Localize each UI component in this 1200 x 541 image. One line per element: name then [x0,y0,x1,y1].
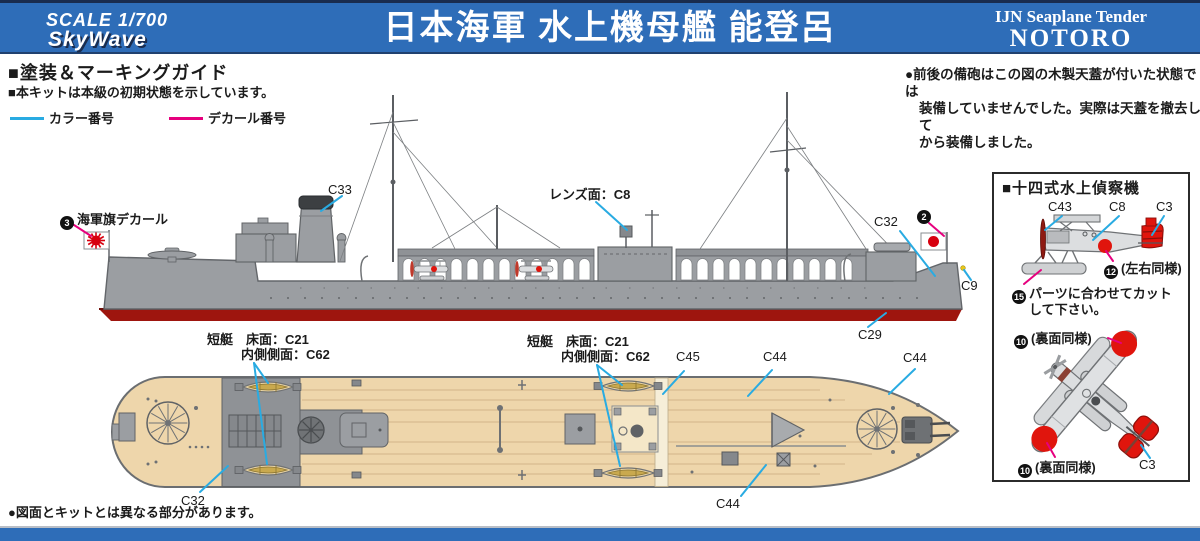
guide-subheading: ■本キットは本級の初期状態を示しています。 [8,85,275,100]
callout-c33-funnel: C33 [328,182,352,197]
hull-plan [110,376,960,488]
roundel-note: (左右同様) [1121,261,1182,276]
callout-c8-fuselage: C8 [1109,199,1126,214]
footer-bar [0,526,1200,541]
color-number-label: カラー番号 [49,111,115,126]
ship-boats [234,380,663,479]
legend: カラー番号 デカール番号 [10,108,286,127]
callout-c3-tail-bottom: C3 [1139,457,1156,472]
callout-stern-flag-decal: 2 [917,206,934,224]
callout-c32-hull: C32 [874,214,898,229]
wing-roundel-right [1111,330,1138,357]
ship-type-english: IJN Seaplane Tender [994,7,1148,26]
wing-roundel-left [1031,425,1058,452]
decal-badge-10: 10 [1014,335,1028,349]
callout-c29-waterline: C29 [858,327,882,342]
brand-logo: SkyWave [48,28,147,51]
wing-note-top: (裏面同様) [1031,331,1092,346]
armament-note-line1: ●前後の備砲はこの図の木製天蓋が付いた状態では [905,67,1197,99]
side-profile-view [83,92,966,321]
callout-boats-midship: 短艇 床面：C21 内側側面：C62 [527,334,650,364]
callout-lens-c8: レンズ面：C8 [549,187,631,202]
callout-c44-deck-2: C44 [903,350,927,365]
boat-label-line2: 内側側面：C62 [241,347,330,362]
callout-c9-stern: C9 [961,278,978,293]
waterline-stripe [99,309,962,321]
ship-name-english: NOTORO [1009,25,1133,52]
decal-number-label: デカール番号 [208,111,287,126]
callout-c3-tail-top: C3 [1156,199,1173,214]
fuselage-roundel [1098,239,1112,253]
armament-note-line2: 装備していませんでした。実際は天蓋を撤去して [919,101,1200,133]
seaplane-panel-box [992,172,1190,482]
decal-badge-10b: 10 [1018,464,1032,478]
header-band: SCALE 1/700 SkyWave 日本海軍 水上機母艦 能登呂 IJN S… [0,0,1200,54]
seaplane-upper-wing [1053,214,1101,223]
stern-deckhouse [865,251,917,282]
seaplane-propeller [1040,218,1046,260]
scale-label: SCALE 1/700 [46,10,169,30]
searchlight [619,225,633,238]
callout-c43-propeller: C43 [1048,199,1072,214]
armament-note: ●前後の備砲はこの図の木製天蓋が付いた状態では 装備していませんでした。実際は天… [905,66,1200,151]
callout-wing-decal-bottom: 10(裏面同様) [1018,457,1096,478]
callout-c45-band: C45 [676,349,700,364]
boat-label-line2: 内側側面：C62 [561,349,650,364]
color-number-line [10,117,44,120]
decal-badge-15: 15 [1012,290,1026,304]
float-note-line1: パーツに合わせてカット [1029,286,1172,301]
stowed-seaplanes [410,260,554,281]
decal-badge-2: 2 [917,210,931,224]
seaplane-side-view [1021,214,1164,275]
midship-deckhouse [597,246,673,282]
guide-heading: ■塗装＆マーキングガイド [8,63,229,83]
callout-c32-plan: C32 [181,493,205,508]
decal-badge-3: 3 [60,216,74,230]
boat-label-line1: 短艇 床面：C21 [527,334,629,349]
aft-colonnade-deck [675,248,869,282]
footer-note: ●図面とキットとは異なる部分があります。 [8,505,262,520]
callout-c44-deck-3: C44 [716,496,740,511]
callout-roundel-decal: 12(左右同様) [1104,258,1182,279]
decal-badge-12: 12 [1104,265,1118,279]
ensign-decal-label: 海軍旗デカール [77,212,169,227]
callout-wing-decal-top: 10(裏面同様) [1014,328,1092,349]
leader-lines [73,195,1165,497]
float-note-line2: して下さい。 [1029,302,1107,317]
seaplane-tail [1141,223,1164,249]
plan-view [110,376,960,488]
callout-c44-deck-1: C44 [763,349,787,364]
title-japanese: 日本海軍 水上機母艦 能登呂 [383,10,837,47]
title-english: IJN Seaplane Tender NOTORO [956,7,1186,51]
boat-label-line1: 短艇 床面：C21 [207,332,309,347]
callout-boats-forward: 短艇 床面：C21 内側側面：C62 [207,332,330,362]
armament-note-line3: から装備しました。 [919,135,1041,150]
seaplane-panel-heading: ■十四式水上偵察機 [1002,180,1141,197]
wing-note-bottom: (裏面同様) [1035,460,1096,475]
seaplane-top-view [1031,330,1160,459]
decal-number-line [169,117,204,120]
